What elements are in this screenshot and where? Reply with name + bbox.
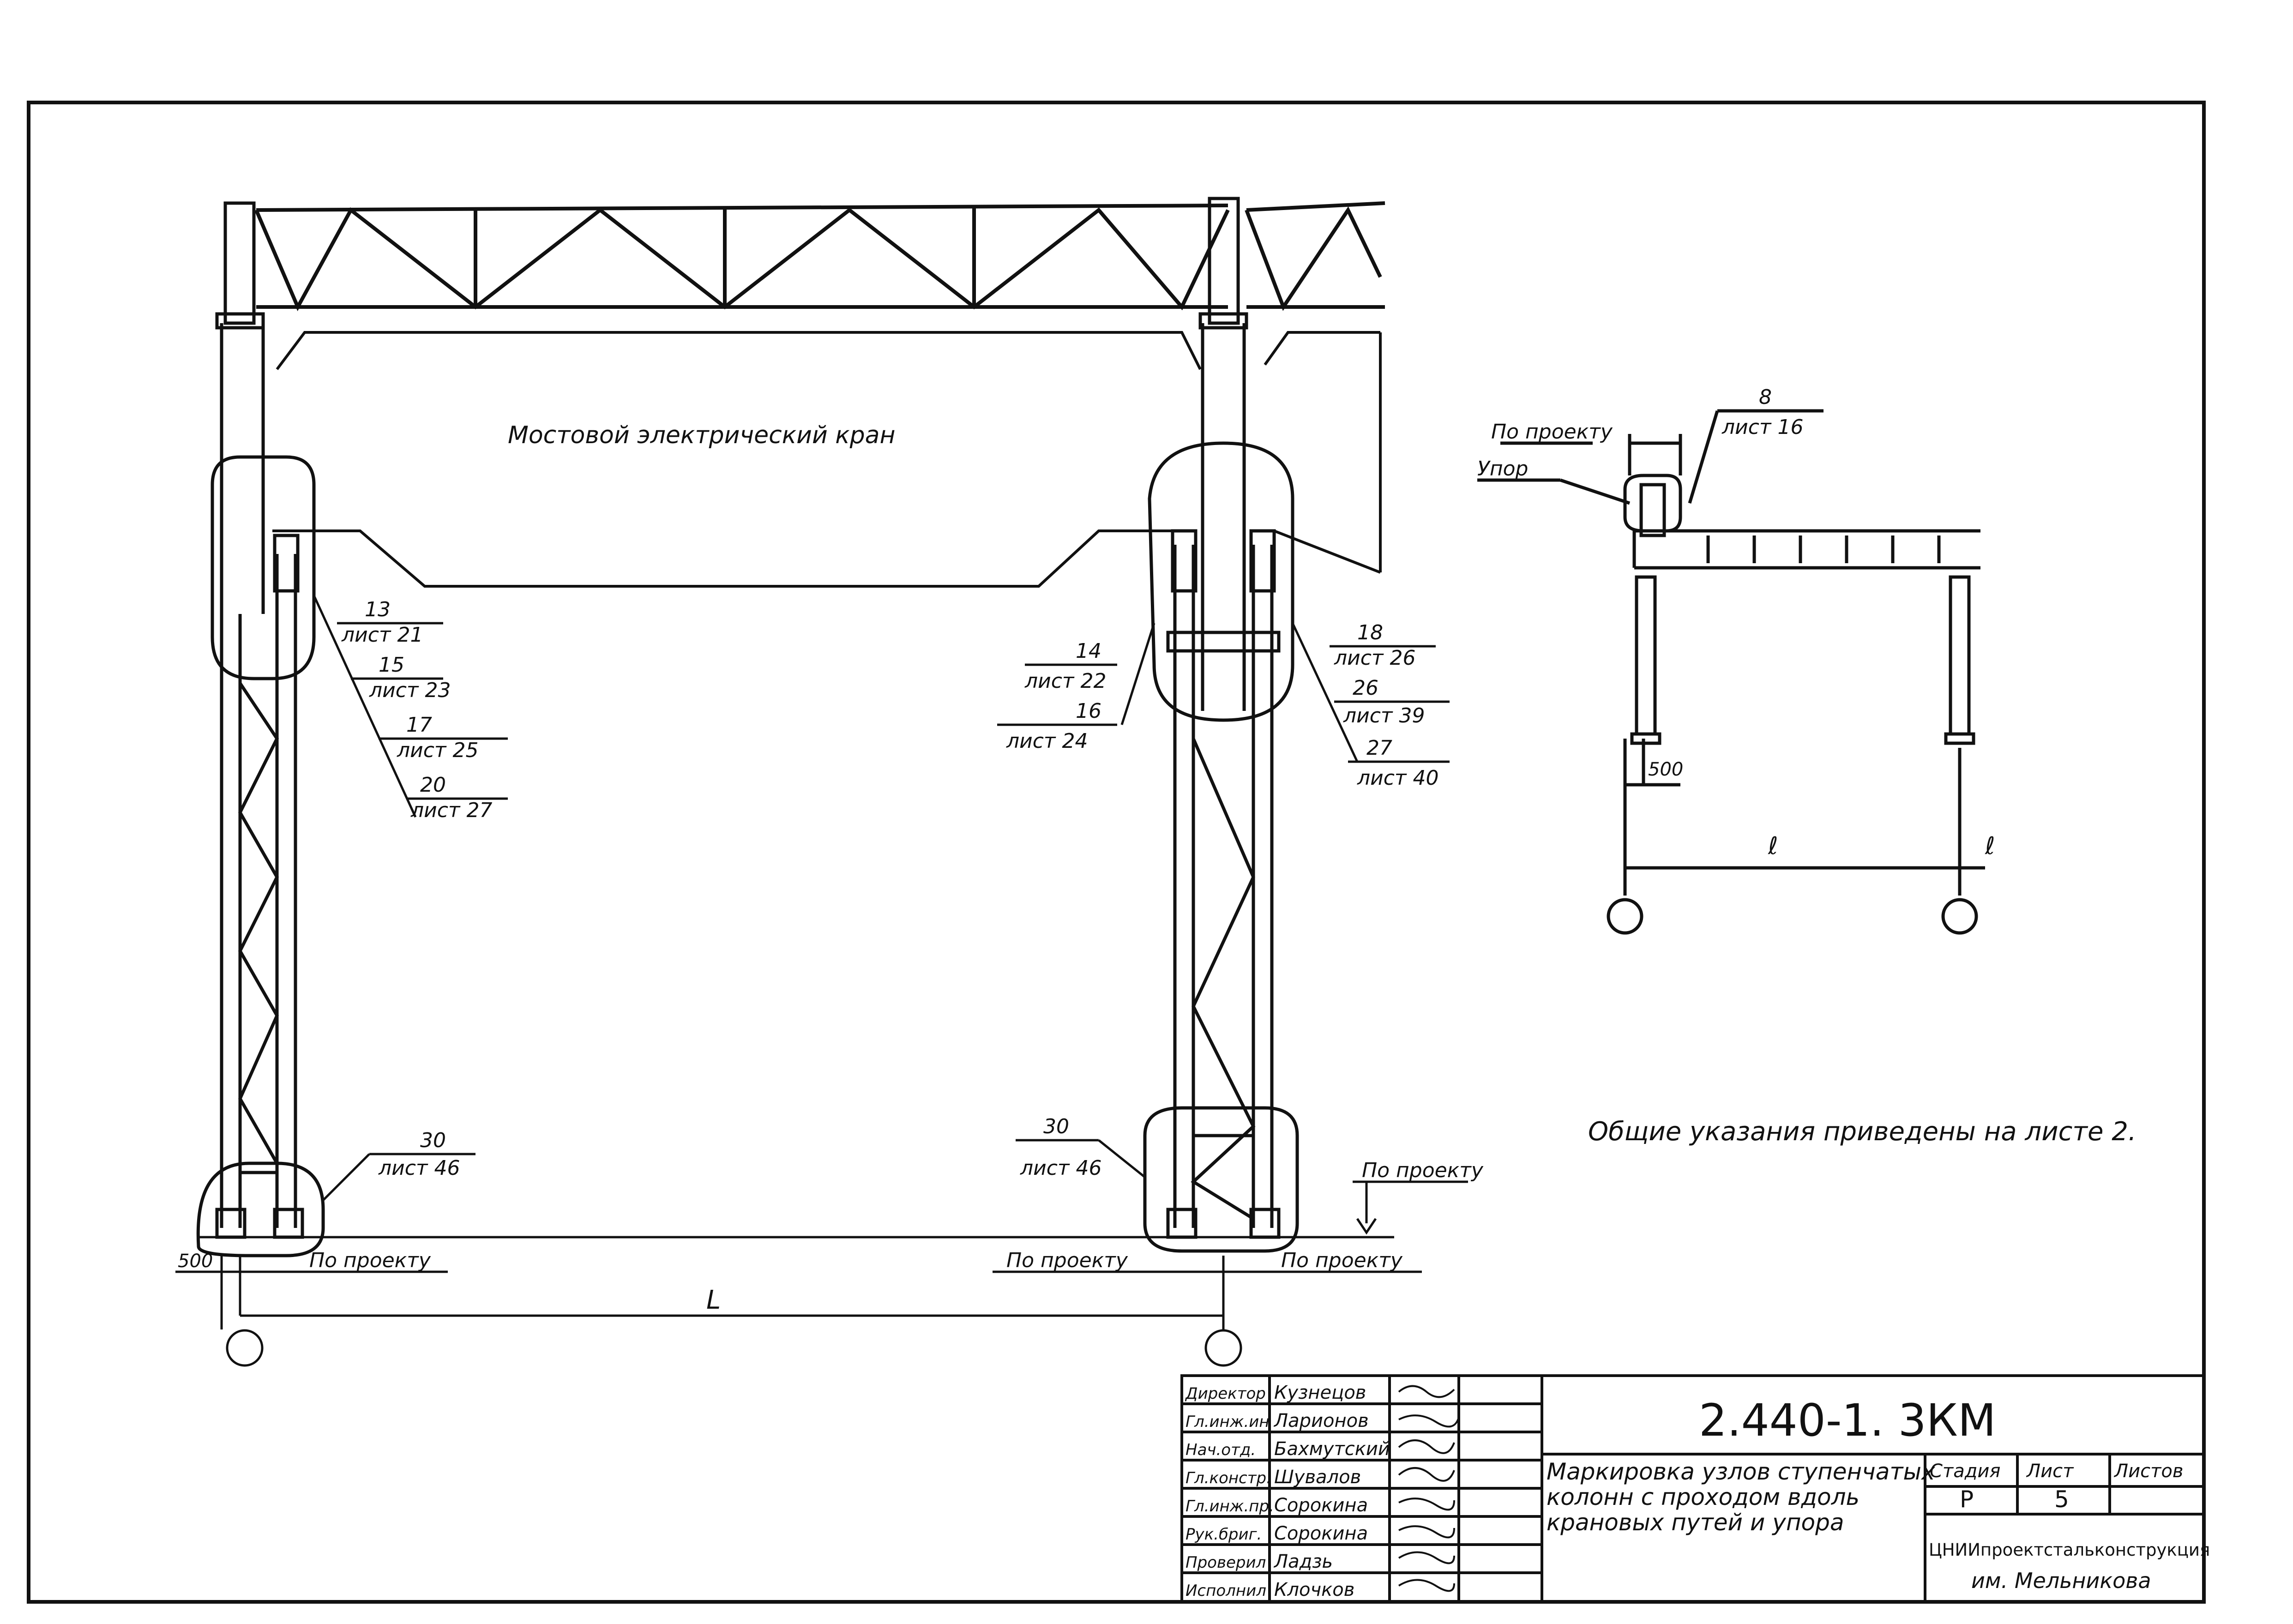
callout-27-num: 27 (1366, 736, 1392, 760)
staff-role-1: Директор (1185, 1384, 1266, 1403)
callout-18-num: 18 (1357, 621, 1383, 644)
org-line-1: ЦНИИпроектстальконструкция (1929, 1540, 2210, 1560)
dim-500-stop: 500 (1648, 759, 1683, 780)
sheet-border (27, 101, 2206, 1604)
callout-15-sheet: лист 23 (369, 679, 451, 702)
staff-role-2: Гл.инж.ин (1186, 1413, 1270, 1431)
staff-role-7: Проверил (1186, 1553, 1266, 1572)
span-l-a: ℓ (1768, 832, 1778, 860)
callout-16-num: 16 (1076, 699, 1101, 723)
staff-role-5: Гл.инж.пр. (1186, 1497, 1274, 1516)
crane-outline (272, 331, 1382, 588)
staff-name-8: Клочков (1274, 1579, 1354, 1600)
stage-header: Стадия (1930, 1461, 2000, 1482)
staff-name-1: Кузнецов (1274, 1382, 1366, 1403)
left-column (196, 201, 325, 1257)
po-proektu-mid-right: По проекту (1281, 1249, 1403, 1272)
callout-30-mid-num: 30 (1043, 1115, 1069, 1138)
leader-lines (313, 595, 1450, 1201)
staff-role-6: Рук.бриг. (1186, 1525, 1262, 1544)
staff-name-5: Сорокина (1274, 1495, 1368, 1516)
staff-name-3: Бахмутский (1274, 1438, 1390, 1460)
callout-27-sheet: лист 40 (1357, 766, 1439, 790)
org-line-2: им. Мельникова (1971, 1568, 2151, 1593)
callout-14-num: 14 (1076, 639, 1101, 663)
callout-30-mid-sheet: лист 46 (1020, 1156, 1102, 1180)
callout-13-sheet: лист 21 (341, 623, 423, 647)
staff-role-4: Гл.констр. (1186, 1469, 1271, 1487)
callout-8-num: 8 (1759, 385, 1772, 409)
roof-truss (254, 201, 1385, 312)
upor-label: Упор (1477, 457, 1528, 481)
crane-label: Мостовой электрический кран (508, 421, 896, 449)
doc-code: 2.440-1. 3КМ (1699, 1395, 1996, 1446)
callout-13-num: 13 (365, 598, 391, 621)
staff-name-6: Сорокина (1274, 1523, 1368, 1544)
title-line-1: Маркировка узлов ступенчатых (1547, 1458, 1935, 1485)
callout-20-sheet: лист 27 (410, 799, 493, 822)
signatures (1398, 1385, 1460, 1592)
span-l-b: ℓ (1985, 832, 1995, 860)
title-block (1180, 1374, 2205, 1603)
callout-17-num: 17 (406, 713, 432, 737)
callout-26-sheet: лист 39 (1343, 704, 1425, 728)
stage-value: Р (1960, 1486, 1974, 1513)
callout-18-sheet: лист 26 (1334, 646, 1416, 670)
staff-name-7: Ладзь (1273, 1551, 1333, 1572)
callout-30-left-sheet: лист 46 (378, 1156, 460, 1180)
po-proektu-left: По проекту (309, 1249, 431, 1272)
general-note: Общие указания приведены на листе 2. (1588, 1117, 2137, 1147)
po-proektu-floor: По проекту (1362, 1159, 1484, 1182)
callout-30-left-num: 30 (420, 1129, 446, 1152)
staff-name-2: Ларионов (1273, 1410, 1369, 1432)
dimension-lines (175, 1180, 1468, 1367)
callout-17-sheet: лист 25 (397, 739, 479, 762)
po-proektu-mid-left: По проекту (1006, 1249, 1128, 1272)
sheet-value: 5 (2054, 1486, 2069, 1513)
po-proektu-stop: По проекту (1491, 420, 1613, 444)
callout-8-sheet: лист 16 (1721, 415, 1804, 439)
callout-16-sheet: лист 24 (1006, 729, 1088, 753)
sheet-header: Лист (2026, 1461, 2074, 1482)
stop-detail (1477, 409, 1985, 935)
callout-15-num: 15 (379, 653, 404, 677)
dim-500-left: 500 (178, 1251, 213, 1272)
staff-name-4: Шувалов (1274, 1467, 1361, 1488)
title-line-2: колонн с проходом вдоль (1547, 1484, 1860, 1510)
callout-14-sheet: лист 22 (1024, 669, 1107, 693)
middle-column (1143, 197, 1299, 1253)
title-line-3: крановых путей и упора (1547, 1509, 1844, 1536)
staff-role-3: Нач.отд. (1186, 1441, 1256, 1459)
callout-20-num: 20 (420, 773, 446, 797)
callout-26-num: 26 (1353, 676, 1378, 700)
staff-role-8: Исполнил (1186, 1582, 1266, 1600)
sheets-header: Листов (2113, 1461, 2183, 1482)
span-L: L (706, 1285, 721, 1315)
